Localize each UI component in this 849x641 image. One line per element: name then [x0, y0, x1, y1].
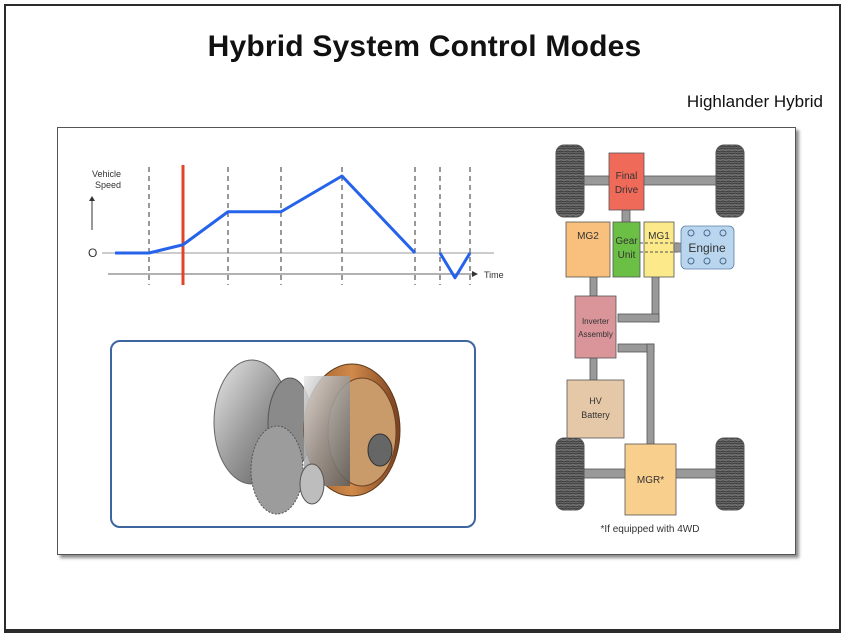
- final-drive-shaft: [621, 209, 631, 223]
- front-left-tire: [555, 144, 585, 218]
- engine-cylinders: [687, 229, 727, 265]
- rear-right-tire: [715, 437, 745, 511]
- mg2-inverter-link: [589, 275, 598, 297]
- engine-block: Engine: [680, 225, 735, 270]
- mg1-label: MG1: [648, 231, 670, 242]
- front-right-tire: [715, 144, 745, 218]
- time-axis: [108, 271, 478, 277]
- inverter-label-line1: Inverter: [582, 317, 609, 326]
- gear-unit-label-line1: Gear: [615, 236, 638, 247]
- final-drive-label-line2: Drive: [615, 185, 639, 196]
- battery-link: [589, 357, 598, 381]
- mg2-block: MG2: [565, 221, 611, 278]
- inverter-block: Inverter Assembly: [574, 295, 617, 359]
- gear-unit-label-line2: Unit: [618, 250, 636, 261]
- bearing: [299, 463, 325, 505]
- final-drive-label-line1: Final: [616, 171, 638, 182]
- battery-label-line1: HV: [589, 396, 602, 406]
- zero-label: O: [88, 246, 97, 260]
- mgr-block: MGR*: [624, 443, 677, 516]
- slide-title: Hybrid System Control Modes: [207, 30, 642, 63]
- transaxle-illustration: [213, 359, 401, 515]
- mg2-label: MG2: [577, 231, 599, 242]
- shaft-end: [367, 433, 393, 467]
- x-axis-label: Time: [484, 270, 504, 280]
- engine-label: Engine: [688, 241, 726, 255]
- mgr-cable-vertical: [646, 343, 655, 445]
- transaxle-photo-frame: [110, 340, 476, 528]
- final-drive-block: Final Drive: [608, 152, 645, 211]
- gear-unit-block: Gear Unit: [612, 221, 641, 278]
- y-axis-label-line2: Speed: [95, 180, 121, 190]
- speed-profile-reverse: [438, 252, 472, 280]
- drivetrain-diagram: Final Drive MG2 Gear Unit MG1 Engine Inv…: [555, 144, 745, 535]
- mg1-cable-horizontal: [617, 313, 660, 323]
- speed-time-graph: Vehicle Speed O Time: [88, 165, 504, 285]
- y-axis-arrow: [89, 196, 95, 230]
- slide-subtitle: Highlander Hybrid: [686, 92, 823, 111]
- battery-label-line2: Battery: [581, 410, 610, 420]
- speed-profile-main: [115, 174, 417, 255]
- y-axis-label-line1: Vehicle: [92, 169, 121, 179]
- footnote-4wd: *If equipped with 4WD: [601, 524, 700, 535]
- front-axle: [569, 175, 721, 186]
- mode-dividers: [148, 167, 471, 285]
- mgr-label: MGR*: [637, 475, 664, 486]
- rear-left-tire: [555, 437, 585, 511]
- speed-profile: [115, 174, 472, 280]
- tires: [555, 144, 745, 511]
- output-gear: [250, 425, 304, 515]
- hv-battery-block: HV Battery: [566, 379, 625, 439]
- inverter-label-line2: Assembly: [578, 330, 613, 339]
